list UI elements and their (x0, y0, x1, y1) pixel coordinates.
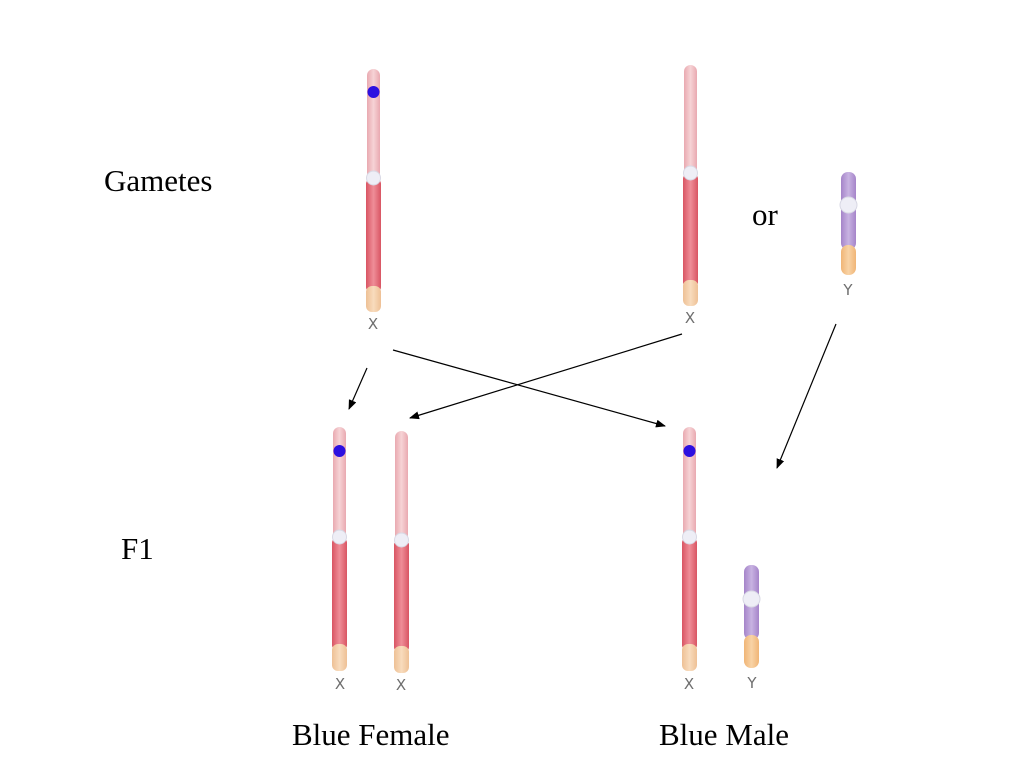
gamete-male-x-chromosome (683, 65, 698, 306)
gametes-label: Gametes (104, 163, 213, 198)
f1-female-x1-chromosome (332, 427, 347, 671)
arrow-male-x-to-f1-female (409, 333, 683, 420)
f1-label: F1 (121, 531, 154, 566)
f1-female-x2-chromosome (394, 431, 409, 673)
f1-male-y-chromosome (742, 565, 761, 668)
f1-male-x-letter: X (683, 675, 695, 693)
f1-female-x1-letter: X (334, 675, 346, 693)
f1-male-y-letter: Y (747, 674, 757, 692)
arrow-male-y-to-f1-male (776, 323, 837, 469)
gamete-male-x-letter: X (684, 309, 696, 327)
blue-male-label: Blue Male (659, 717, 789, 752)
arrow-female-x-to-f1-female (348, 367, 368, 410)
blue-allele-dot (367, 86, 380, 98)
gamete-male-y-letter: Y (843, 281, 853, 299)
f1-female-x2-letter: X (395, 676, 407, 694)
or-label: or (752, 197, 778, 232)
gamete-male-y-chromosome (839, 172, 858, 275)
blue-allele-dot (333, 445, 346, 457)
gamete-female-x-letter: X (367, 315, 379, 333)
blue-female-label: Blue Female (292, 717, 450, 752)
blue-allele-dot (683, 445, 696, 457)
arrow-female-x-to-f1-male (392, 349, 666, 428)
gamete-female-x-chromosome (366, 69, 381, 312)
f1-male-x-chromosome (682, 427, 697, 671)
